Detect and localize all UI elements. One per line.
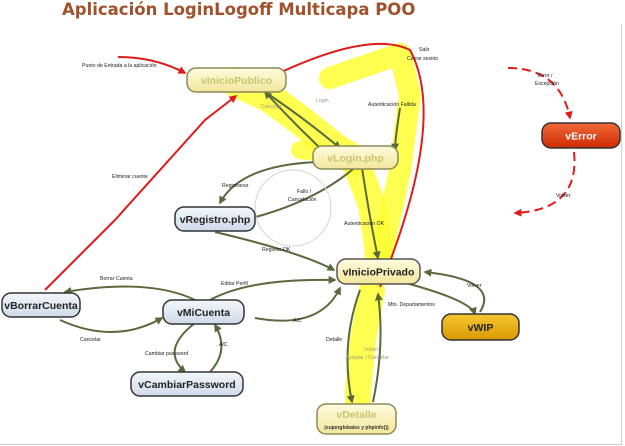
arrow-cancelar-left — [59, 317, 164, 333]
edge-labels: Punto de Entrada a la aplicación Salir C… — [80, 47, 571, 361]
label-eliminar: Eliminar cuente — [112, 174, 148, 180]
node-vcambiar-password: vCambiarPassword — [130, 371, 244, 397]
label-volver-det: Volver — [364, 347, 379, 353]
label-cancelacion: Cancelación — [288, 197, 317, 203]
label-borrar: Borrar Cuenta — [100, 276, 133, 282]
label-registrarse: Registrarse — [222, 183, 249, 189]
node-vwip: vWIP — [441, 313, 520, 341]
arrow-ac-pass — [209, 323, 223, 373]
svg-text:vError: vError — [565, 131, 597, 143]
label-cancelar-top: Cancelar — [261, 104, 282, 110]
node-vmi-cuenta: vMiCuenta — [162, 299, 245, 325]
node-vinicio-privado: vInicioPrivado — [336, 258, 421, 285]
label-volver-wip: Volver — [467, 283, 482, 289]
arrow-ac-mi — [254, 286, 341, 322]
arrow-volver-det — [372, 292, 383, 403]
svg-text:vLogin.php: vLogin.php — [327, 153, 384, 165]
node-vregistro: vRegistro.php — [174, 206, 256, 232]
label-entry: Punto de Entrada a la aplicación — [82, 63, 157, 69]
svg-text:vRegistro.php: vRegistro.php — [180, 214, 251, 226]
svg-text:(superglobales y phpinfo()): (superglobales y phpinfo()) — [324, 425, 389, 431]
arrow-fallo — [251, 161, 362, 219]
label-mto: Mto. Departamentos — [388, 302, 435, 308]
node-vborrar-cuenta: vBorrarCuenta — [1, 292, 81, 318]
svg-text:vMiCuenta: vMiCuenta — [177, 307, 230, 319]
arrow-error-out — [513, 151, 576, 217]
svg-text:vInicioPrivado: vInicioPrivado — [343, 267, 415, 279]
node-vdetalle: vDetalle (superglobales y phpinfo()) — [316, 403, 397, 435]
label-login: Login — [316, 98, 329, 104]
node-vinicio-publico: vInicioPublico — [186, 67, 287, 93]
label-volver-error: Volver — [556, 193, 571, 199]
arrow-eliminar — [44, 95, 238, 291]
label-ac-1: A/C — [293, 318, 302, 324]
arrow-salir — [273, 42, 425, 288]
arrow-borrar — [63, 285, 196, 301]
arrow-cambiar — [173, 322, 196, 374]
svg-text:vInicioPublico: vInicioPublico — [201, 75, 272, 87]
svg-text:vBorrarCuenta: vBorrarCuenta — [4, 300, 78, 312]
label-registro-ok: Registro OK — [262, 247, 291, 253]
label-cambiar: Cambiar password — [145, 351, 188, 357]
node-verror: vError — [541, 122, 621, 149]
label-cerrar-sesion: Cerrar sesión — [407, 56, 438, 62]
label-auth-ok: Autenticación OK — [344, 221, 385, 227]
arrow-entry — [117, 56, 187, 74]
arrow-to-wip — [401, 281, 477, 316]
fallo-circle — [254, 169, 332, 247]
arrow-registro-ok — [214, 231, 336, 271]
label-cancelar-left: Cancelar — [80, 337, 101, 343]
arrow-auth-ok — [361, 167, 381, 260]
label-excepcion: Excepción — [535, 81, 559, 87]
label-ac-2: A/C — [219, 342, 228, 348]
green-arrows — [59, 89, 486, 404]
label-auth-fail: Autenticación Fallida — [368, 102, 416, 108]
node-vlogin: vLogin.php — [312, 145, 399, 170]
label-fallo: Fallo / — [297, 189, 312, 195]
label-salir: Salir — [419, 47, 430, 53]
diagram-frame — [0, 24, 622, 445]
page-title: Aplicación LoginLogoff Multicapa POO — [62, 0, 416, 19]
label-editar: Editar Perfil — [221, 281, 248, 287]
svg-text:vWIP: vWIP — [468, 322, 494, 334]
red-arrows — [44, 42, 576, 291]
arrow-registrarse — [219, 161, 319, 205]
arrow-detalle — [346, 289, 361, 404]
svg-text:vDetalle: vDetalle — [336, 409, 376, 421]
arrow-volver-wip — [423, 268, 486, 313]
svg-text:vCambiarPassword: vCambiarPassword — [138, 379, 235, 391]
label-detalle: Detalle — [326, 337, 342, 343]
arrow-editar — [209, 275, 337, 301]
arrow-error-in — [507, 67, 573, 120]
label-aceptar-cancelar: Aceptar / Cancelar — [346, 355, 389, 361]
label-error: Error / — [538, 73, 553, 79]
